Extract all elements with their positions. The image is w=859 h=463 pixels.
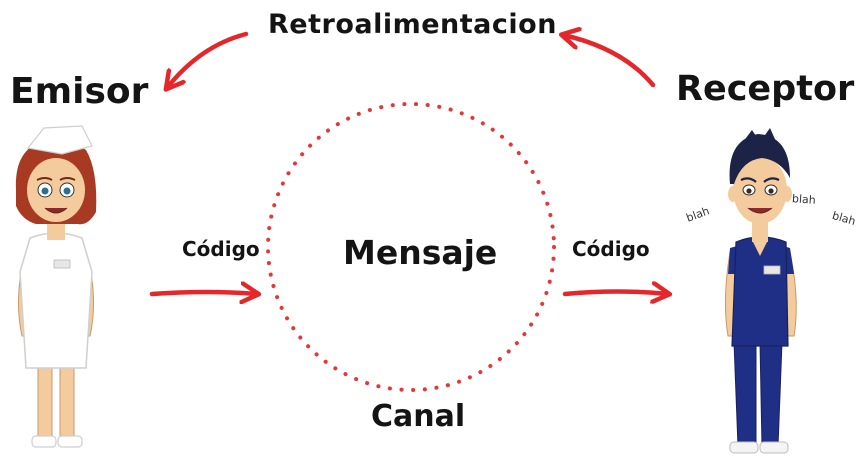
code-label-left: Código bbox=[182, 237, 260, 261]
speech-blah: blah bbox=[791, 192, 817, 207]
message-label: Mensaje bbox=[343, 233, 498, 272]
channel-label: Canal bbox=[371, 399, 466, 434]
code-arrow-left bbox=[149, 292, 257, 294]
channel-dotted-circle bbox=[266, 102, 556, 392]
doctor-figure bbox=[724, 128, 797, 454]
receiver-label: Receptor bbox=[676, 69, 855, 109]
nurse-figure bbox=[15, 125, 97, 448]
feedback-arrow-right bbox=[563, 35, 656, 88]
sender-label: Emisor bbox=[10, 71, 149, 112]
feedback-arrow-left bbox=[167, 31, 249, 88]
feedback-label: Retroalimentacion bbox=[268, 9, 557, 40]
code-arrow-right bbox=[562, 292, 668, 295]
code-label-right: Código bbox=[572, 237, 650, 261]
